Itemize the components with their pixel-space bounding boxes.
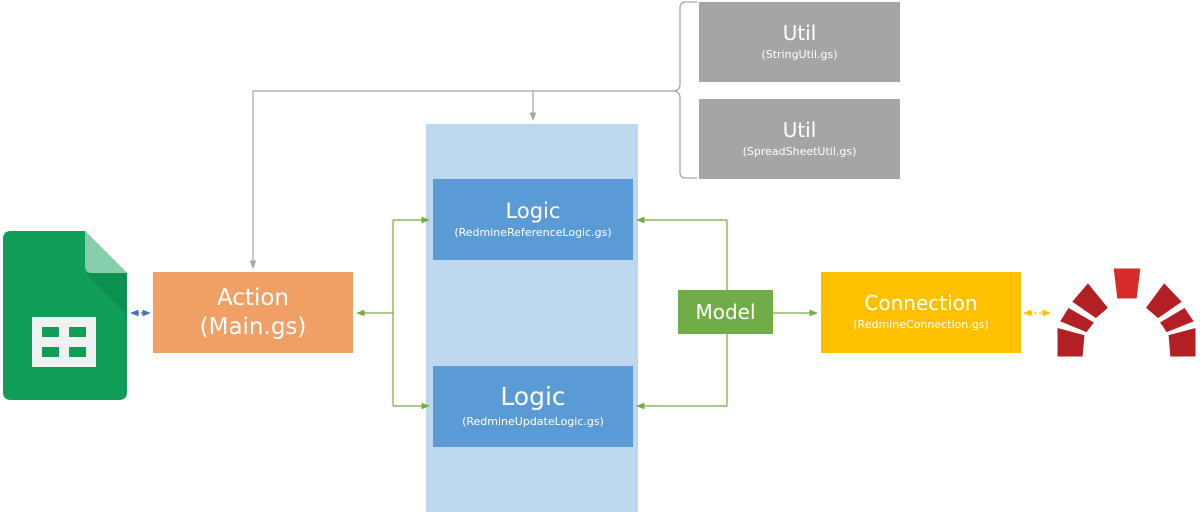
logic-update-box: Logic (RedmineUpdateLogic.gs)	[433, 366, 633, 447]
logic-update-title: Logic	[500, 382, 566, 412]
util-spreadsheet-box: Util (SpreadSheetUtil.gs)	[699, 99, 900, 179]
google-sheets-icon	[3, 231, 127, 400]
connection-file: (RedmineConnection.gs)	[853, 318, 989, 332]
logic-to-action-connector	[357, 220, 394, 406]
action-title: Action	[216, 284, 290, 311]
logic-update-file: (RedmineUpdateLogic.gs)	[462, 415, 604, 429]
util-spreadsheet-title: Util	[782, 117, 817, 142]
model-title: Model	[695, 299, 756, 324]
action-box: Action (Main.gs)	[153, 272, 353, 353]
util-spreadsheet-file: (SpreadSheetUtil.gs)	[742, 144, 857, 158]
util-string-title: Util	[782, 20, 817, 45]
connection-box: Connection (RedmineConnection.gs)	[821, 272, 1021, 353]
util-to-action-connector	[249, 90, 654, 269]
logic-reference-title: Logic	[505, 198, 561, 223]
logic-reference-file: (RedmineReferenceLogic.gs)	[454, 225, 612, 239]
model-box: Model	[678, 290, 773, 334]
action-file: (Main.gs)	[199, 313, 307, 340]
util-group-brace	[654, 1, 697, 179]
redmine-logo-icon	[1054, 265, 1199, 360]
logic-reference-box: Logic (RedmineReferenceLogic.gs)	[433, 179, 633, 260]
connection-title: Connection	[864, 291, 978, 316]
util-string-file: (StringUtil.gs)	[761, 47, 838, 61]
util-string-box: Util (StringUtil.gs)	[699, 2, 900, 82]
